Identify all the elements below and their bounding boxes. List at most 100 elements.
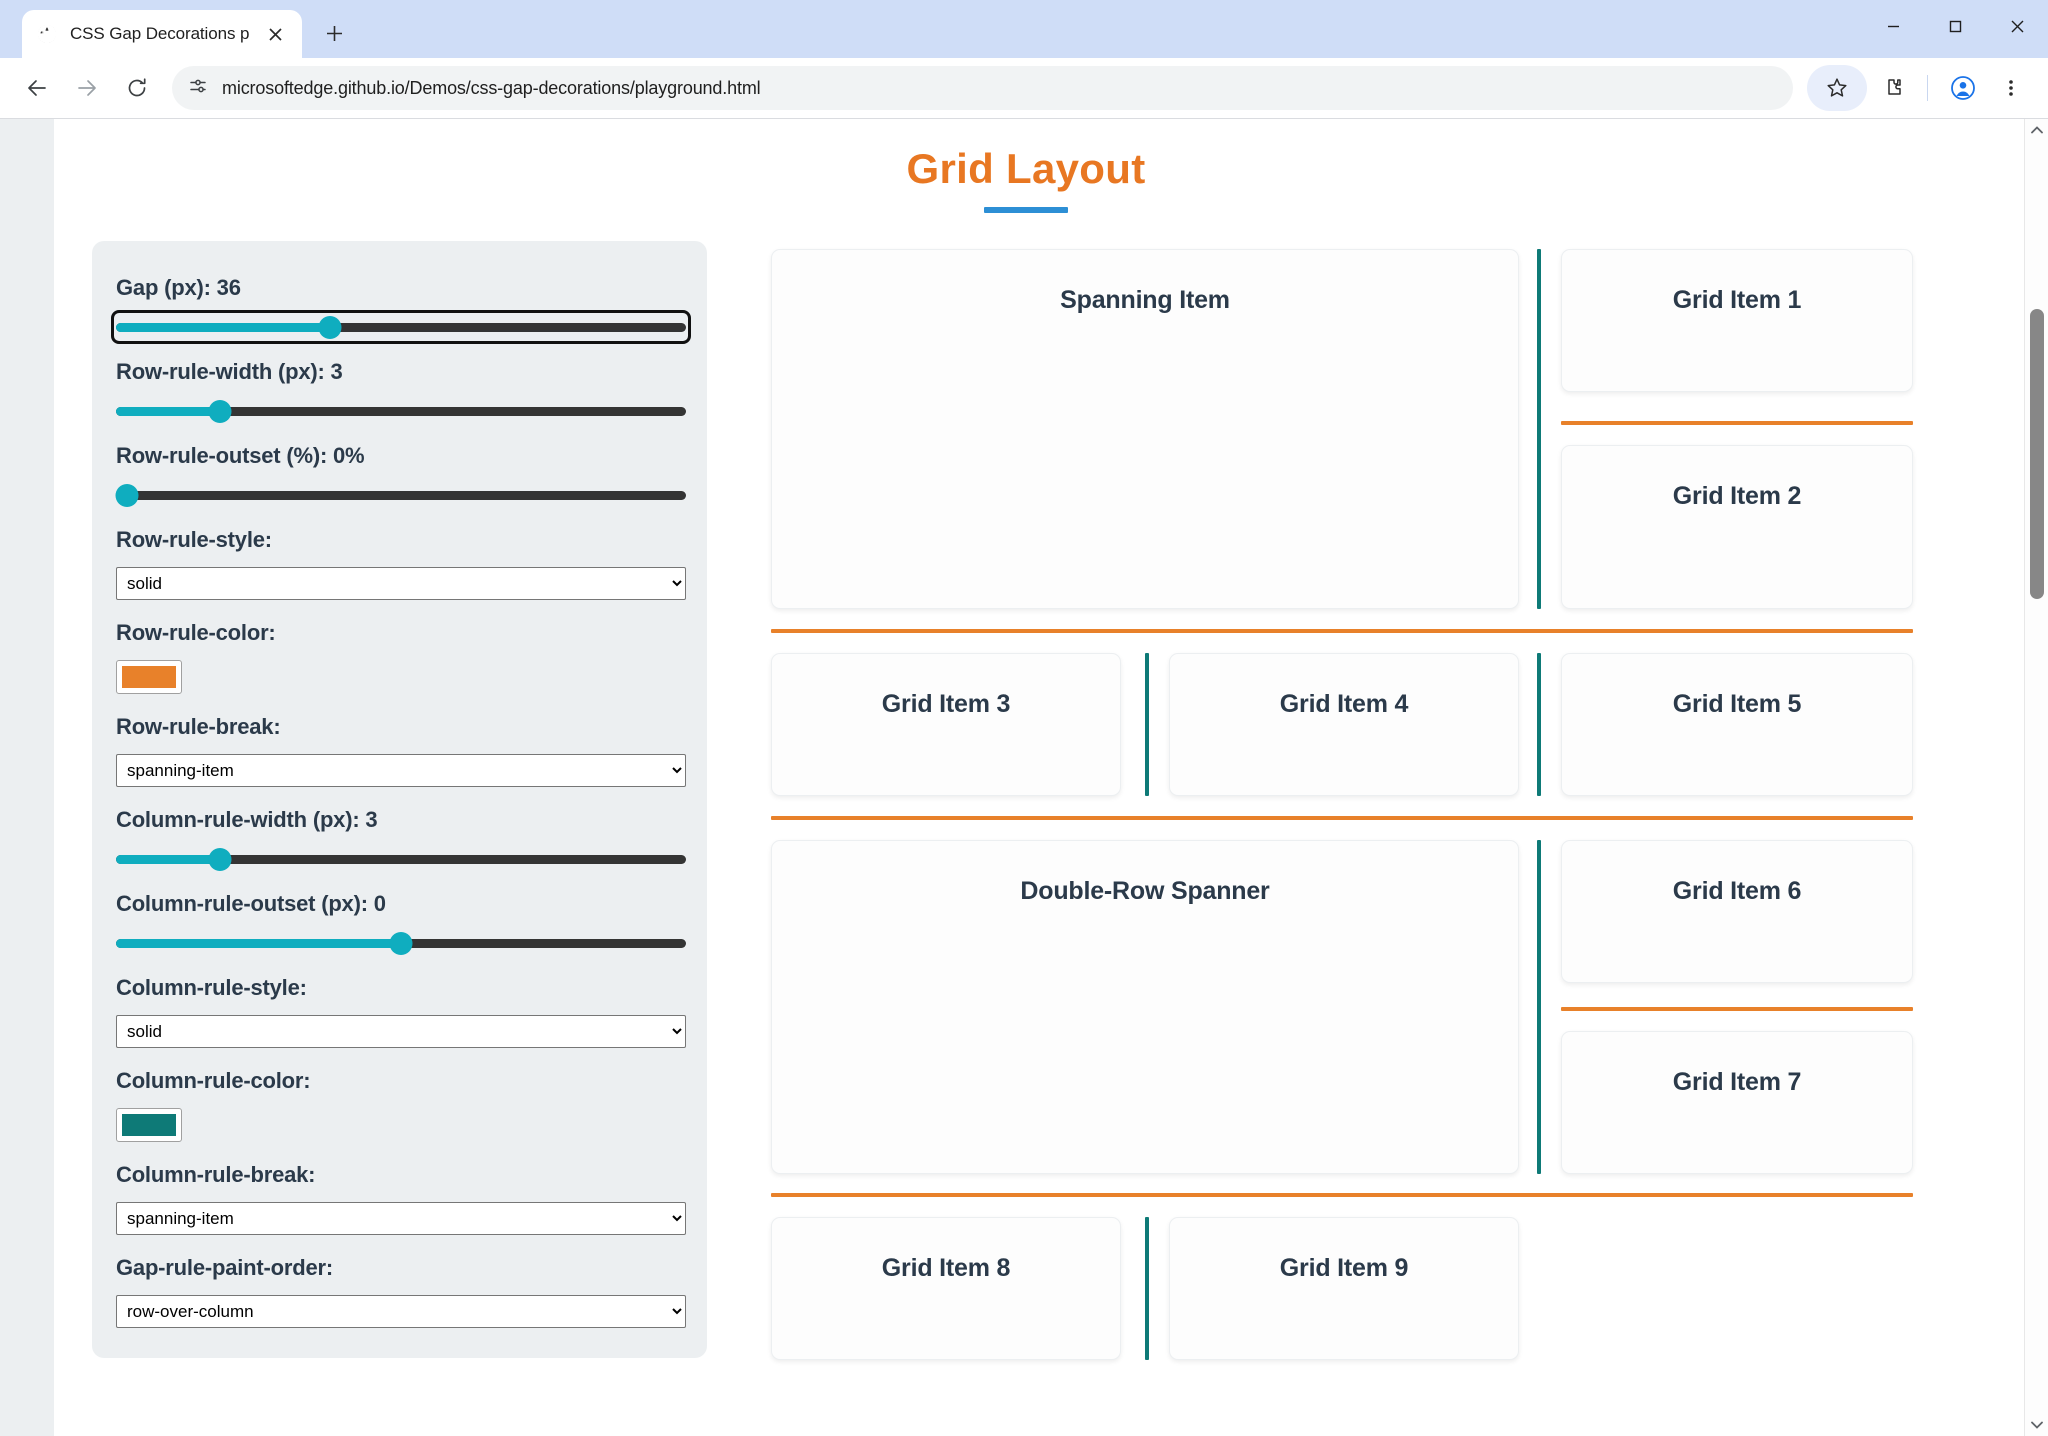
slider-fill — [116, 938, 401, 948]
slider-gap[interactable] — [111, 310, 691, 344]
column-rule — [1537, 840, 1541, 1174]
address-bar[interactable]: microsoftedge.github.io/Demos/css-gap-de… — [172, 66, 1793, 110]
control-row-rule-width: Row-rule-width (px): 3 — [116, 359, 686, 423]
slider-row-rule-outset[interactable] — [115, 483, 686, 507]
control-label-row-rule-outset: Row-rule-outset (%): 0% — [116, 443, 365, 468]
close-icon[interactable] — [1986, 0, 2048, 52]
grid-item: Grid Item 9 — [1169, 1217, 1519, 1360]
row-rule — [771, 1193, 1913, 1197]
browser-toolbar: microsoftedge.github.io/Demos/css-gap-de… — [0, 58, 2048, 118]
control-row-rule-color: Row-rule-color: — [116, 620, 683, 694]
scrollbar-thumb[interactable] — [2030, 309, 2044, 599]
color-swatch-fill — [122, 1114, 176, 1136]
slider-thumb[interactable] — [389, 931, 413, 955]
more-vertical-icon[interactable] — [1988, 65, 2034, 111]
control-label-gap-rule-paint-order: Gap-rule-paint-order: — [116, 1255, 334, 1280]
caret-down-icon[interactable] — [2025, 1414, 2048, 1436]
slider-row-rule-width[interactable] — [116, 399, 686, 423]
tab-strip: CSS Gap Decorations playground — [0, 0, 356, 58]
browser-titlebar: CSS Gap Decorations playground — [0, 0, 2048, 58]
grid-item-label: Grid Item 4 — [1279, 690, 1409, 718]
control-row-rule-style: Row-rule-style: solid — [116, 527, 686, 600]
control-label-row-rule-style: Row-rule-style: — [116, 527, 272, 552]
grid-item: Double-Row Spanner — [771, 840, 1519, 1174]
grid-demo: Spanning Item Grid Item 1 Grid Item 2 Grid … — [771, 241, 1960, 1364]
minimize-icon[interactable] — [1862, 0, 1924, 52]
page-viewport: Grid Layout Gap (px): 36 Row-rule-width (… — [0, 118, 2048, 1436]
slider-column-rule-outset[interactable] — [116, 931, 686, 955]
slider-thumb[interactable] — [318, 315, 342, 339]
arrow-left-icon[interactable] — [14, 65, 60, 111]
control-column-rule-style: Column-rule-style: solid — [116, 975, 686, 1048]
slider-column-rule-width[interactable] — [116, 847, 686, 871]
grid-item-label: Grid Item 1 — [1672, 286, 1802, 314]
arrow-right-icon[interactable] — [64, 65, 110, 111]
select-column-rule-break[interactable]: spanning-item — [116, 1202, 686, 1235]
web-page: Grid Layout Gap (px): 36 Row-rule-width (… — [0, 119, 2024, 1436]
grid-item-label: Double-Row Spanner — [1020, 877, 1270, 905]
page-scrollbar[interactable] — [2024, 119, 2048, 1436]
row-rule — [1561, 1007, 1913, 1011]
slider-thumb[interactable] — [208, 399, 232, 423]
select-gap-rule-paint-order[interactable]: row-over-column — [116, 1295, 686, 1328]
control-label-column-rule-color: Column-rule-color: — [116, 1068, 311, 1093]
new-tab-button[interactable] — [312, 11, 356, 55]
control-label-column-rule-style: Column-rule-style: — [116, 975, 307, 1000]
row-rule — [771, 629, 1913, 633]
control-label-gap: Gap (px): 36 — [116, 275, 241, 300]
star-icon[interactable] — [1807, 65, 1867, 111]
puzzle-piece-icon[interactable] — [1869, 65, 1915, 111]
control-label-column-rule-outset: Column-rule-outset (px): 0 — [116, 891, 386, 916]
grid-item: Grid Item 5 — [1561, 653, 1913, 796]
grid-item-label: Spanning Item — [1060, 286, 1230, 314]
maximize-icon[interactable] — [1924, 0, 1986, 52]
control-label-column-rule-width: Column-rule-width (px): 3 — [116, 807, 378, 832]
control-label-row-rule-width: Row-rule-width (px): 3 — [116, 359, 343, 384]
window-controls — [1862, 0, 2048, 52]
browser-tab[interactable]: CSS Gap Decorations playground — [22, 10, 302, 58]
grid-item: Grid Item 1 — [1561, 249, 1913, 392]
control-row-rule-break: Row-rule-break:spanning-item — [116, 714, 686, 787]
slider-track — [116, 490, 686, 500]
slider-thumb[interactable] — [115, 483, 139, 507]
control-label-row-rule-color: Row-rule-color: — [116, 620, 276, 645]
color-swatch-fill — [122, 666, 176, 688]
close-icon[interactable] — [262, 21, 288, 47]
grid-item: Grid Item 6 — [1561, 840, 1913, 983]
control-column-rule-width: Column-rule-width (px): 3 — [116, 807, 686, 871]
select-row-rule-style[interactable]: solid — [116, 567, 686, 600]
caret-up-icon[interactable] — [2025, 119, 2048, 141]
column-rule — [1145, 653, 1149, 796]
grid-item: Grid Item 2 — [1561, 445, 1913, 609]
account-circle-icon[interactable] — [1940, 65, 1986, 111]
tab-title: CSS Gap Decorations playground — [70, 24, 250, 43]
select-column-rule-style[interactable]: solid — [116, 1015, 686, 1048]
row-rule — [771, 816, 1913, 820]
reload-icon[interactable] — [114, 65, 160, 111]
select-row-rule-break[interactable]: spanning-item — [116, 754, 686, 787]
slider-thumb[interactable] — [208, 847, 232, 871]
control-column-rule-outset: Column-rule-outset (px): 0 — [116, 891, 686, 955]
control-row-rule-outset: Row-rule-outset (%): 0% — [115, 443, 686, 507]
control-column-rule-color: Column-rule-color: — [116, 1068, 683, 1142]
toolbar-separator — [1927, 75, 1928, 101]
slider-track — [116, 406, 686, 416]
grid-item-label: Grid Item 5 — [1672, 690, 1802, 718]
column-rule — [1537, 249, 1541, 609]
control-column-rule-break: Column-rule-break: spanning-item — [116, 1162, 686, 1235]
slider-fill — [116, 322, 327, 332]
slider-fill — [116, 854, 213, 864]
column-rule — [1537, 653, 1541, 796]
grid-item: Spanning Item — [771, 249, 1519, 609]
color-swatch-row-rule-color[interactable] — [116, 660, 182, 694]
page-title: Grid Layout — [906, 145, 1146, 192]
color-swatch-column-rule-color[interactable] — [116, 1108, 182, 1142]
grid-item: Grid Item 4 — [1169, 653, 1519, 796]
control-gap: Gap (px): 36 — [111, 275, 691, 344]
grid-item-label: Grid Item 7 — [1672, 1068, 1802, 1096]
control-label-column-rule-break: Column-rule-break: — [116, 1162, 316, 1187]
site-settings-icon[interactable] — [188, 76, 208, 101]
grid-item-label: Grid Item 2 — [1672, 482, 1802, 510]
globe-icon — [36, 23, 58, 45]
